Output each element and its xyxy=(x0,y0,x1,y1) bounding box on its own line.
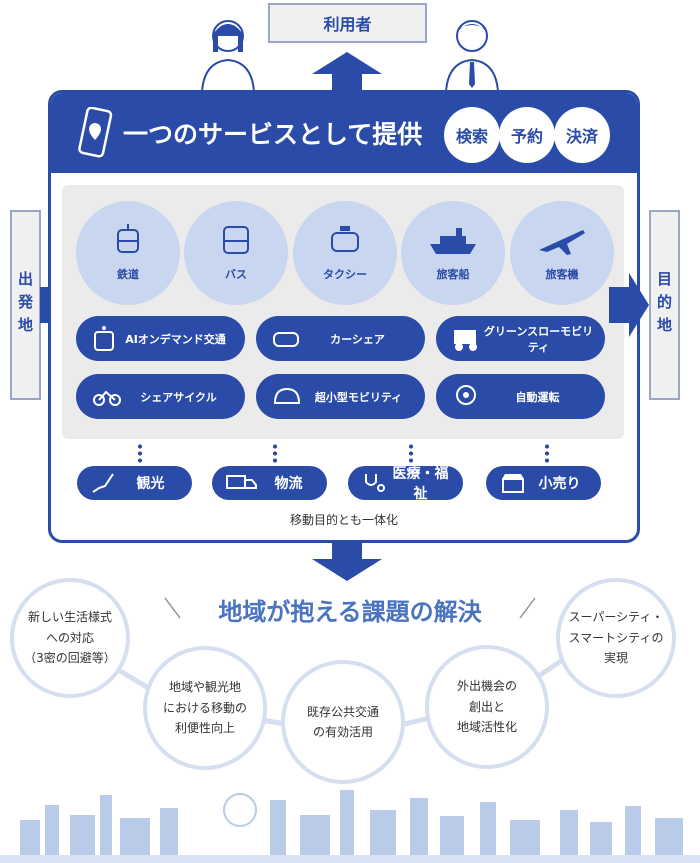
mode-train: 鉄道 xyxy=(76,201,180,305)
japan-map-icon xyxy=(92,473,114,493)
arrow-up-icon xyxy=(312,52,382,92)
issue-convenience: 地域や観光地 における移動の 利便性向上 xyxy=(143,646,267,770)
arrow-right-icon xyxy=(609,273,649,337)
ship-icon xyxy=(430,228,476,254)
service-ai-ondemand: AIオンデマンド交通 xyxy=(76,316,245,361)
label: シェアサイクル xyxy=(140,390,217,404)
service-green-slow-mobility: グリーンスローモビリティ xyxy=(436,316,605,361)
purpose-retail: 小売り xyxy=(486,466,601,500)
bicycle-icon xyxy=(93,390,121,406)
ondemand-bus-icon xyxy=(94,325,114,351)
label: グリーンスローモビリティ xyxy=(483,324,594,354)
mode-airplane: 旅客機 xyxy=(510,201,614,305)
dots-connector xyxy=(138,443,142,463)
header-title: 一つのサービスとして提供 xyxy=(123,120,423,149)
user-woman-icon xyxy=(200,20,256,92)
origin-label: 出発地 xyxy=(10,210,41,400)
service-share-cycle: シェアサイクル xyxy=(76,374,245,419)
mode-bus: バス xyxy=(184,201,288,305)
user-label: 利用者 xyxy=(268,3,427,43)
mode-label: タクシー xyxy=(323,268,367,281)
bus-icon xyxy=(223,226,249,254)
arrow-down-icon xyxy=(312,543,382,581)
purpose-tourism: 観光 xyxy=(77,466,192,500)
service-autonomous-driving: 自動運転 xyxy=(436,374,605,419)
label: カーシェア xyxy=(330,332,385,346)
purpose-medical-welfare: 医療・福祉 xyxy=(348,466,463,502)
service-box: 一つのサービスとして提供 検索 予約 決済 鉄道 バス タクシー 旅客船 旅客機… xyxy=(48,90,640,543)
dots-connector xyxy=(273,443,277,463)
destination-label: 目的地 xyxy=(649,210,680,400)
purpose-logistics: 物流 xyxy=(212,466,327,500)
airplane-icon xyxy=(539,230,585,255)
service-micro-mobility: 超小型モビリティ xyxy=(256,374,425,419)
reserve-badge: 予約 xyxy=(499,107,555,163)
issue-public-transport: 既存公共交通 の有効活用 xyxy=(281,660,405,784)
golf-cart-icon xyxy=(454,329,477,351)
purpose-caption: 移動目的とも一体化 xyxy=(289,513,398,527)
solution-title: 地域が抱える課題の解決 xyxy=(218,598,482,626)
store-24h-icon xyxy=(502,474,524,493)
taxi-icon xyxy=(331,226,359,252)
label: 医療・福祉 xyxy=(392,466,449,502)
dots-connector xyxy=(409,443,413,463)
steering-wheel-icon xyxy=(456,384,476,405)
city-skyline-illustration xyxy=(0,790,700,863)
service-header: 一つのサービスとして提供 検索 予約 決済 xyxy=(51,93,637,173)
stethoscope-icon xyxy=(365,474,385,492)
dots-connector xyxy=(545,443,549,463)
car-icon xyxy=(273,331,299,347)
issue-smart-city: スーパーシティ・ スマートシティの 実現 xyxy=(556,578,676,698)
issue-new-lifestyle: 新しい生活様式 への対応 （3密の回避等） xyxy=(10,578,130,698)
mode-label: 旅客機 xyxy=(545,268,579,281)
label: AIオンデマンド交通 xyxy=(125,332,226,346)
truck-icon xyxy=(226,475,257,489)
mode-label: 旅客船 xyxy=(436,268,470,281)
service-carshare: カーシェア xyxy=(256,316,425,361)
issue-regional-revitalization: 外出機会の 創出と 地域活性化 xyxy=(425,645,549,769)
mode-ship: 旅客船 xyxy=(401,201,505,305)
label: 超小型モビリティ xyxy=(314,390,403,404)
search-badge: 検索 xyxy=(444,107,500,163)
connector-lines xyxy=(108,597,572,728)
mode-taxi: タクシー xyxy=(293,201,397,305)
train-icon xyxy=(117,224,139,253)
mode-label: 鉄道 xyxy=(117,268,139,281)
micro-car-icon xyxy=(273,387,301,404)
smartphone-icon xyxy=(78,107,113,158)
label: 物流 xyxy=(274,476,303,492)
user-man-icon xyxy=(444,20,500,92)
label: 観光 xyxy=(136,476,165,492)
payment-badge: 決済 xyxy=(554,107,610,163)
label: 自動運転 xyxy=(515,390,560,404)
mode-label: バス xyxy=(225,268,247,281)
label: 小売り xyxy=(538,476,581,492)
